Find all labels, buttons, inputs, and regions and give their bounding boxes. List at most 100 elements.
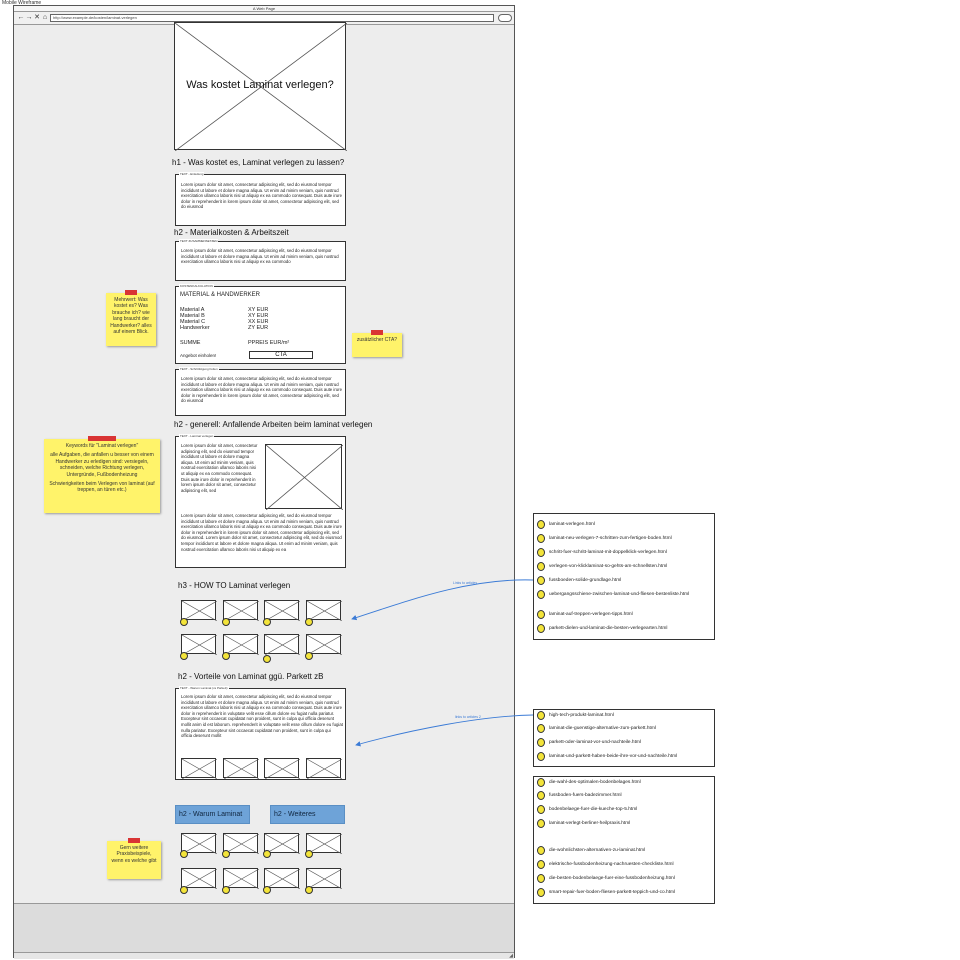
- image-placeholder-icon: [264, 868, 301, 890]
- marker-dot: [537, 819, 545, 828]
- advantages-link-list: high-tech-produkt-laminat.html laminat-d…: [533, 709, 715, 767]
- list-item[interactable]: parkett-dielen-und-laminat-die-besten-ve…: [537, 624, 667, 633]
- link-text[interactable]: laminat-verlegt-berliner-heilpraxis.html: [549, 821, 631, 826]
- howto-thumbnail[interactable]: [264, 634, 301, 656]
- howto-thumbnail[interactable]: [181, 634, 218, 656]
- list-item[interactable]: smart-repair-fuer-boden-fliesen-parkett-…: [537, 888, 675, 897]
- link-text[interactable]: fussboden-fuers-badezimmer.html: [549, 793, 622, 798]
- howto-thumbnail[interactable]: [223, 600, 260, 622]
- list-item[interactable]: parkett-oder-laminat-vor-und-nachteile.h…: [537, 738, 641, 747]
- link-text[interactable]: fussboeden-solide-grundlage.html: [549, 578, 622, 583]
- sum-label: SUMME: [180, 340, 201, 346]
- more-thumbnail[interactable]: [264, 833, 301, 855]
- back-icon[interactable]: ←: [17, 14, 25, 21]
- link-text[interactable]: smart-repair-fuer-boden-fliesen-parkett-…: [549, 890, 676, 895]
- link-text[interactable]: high-tech-produkt-laminat.html: [549, 713, 614, 718]
- link-text[interactable]: parkett-oder-laminat-vor-und-nachteile.h…: [549, 740, 641, 745]
- image-placeholder-icon: [223, 758, 260, 780]
- advantages-text: Lorem ipsum dolor sit amet, consectetur …: [181, 694, 343, 739]
- pin-icon: [88, 436, 116, 441]
- resize-grip-icon[interactable]: ◢: [509, 953, 513, 959]
- image-placeholder-icon: [306, 833, 343, 855]
- howto-thumbnail[interactable]: [264, 600, 301, 622]
- link-text[interactable]: laminat-verlegen.html: [549, 522, 595, 527]
- h1-heading: h1 - Was kostet es, Laminat verlegen zu …: [172, 158, 345, 167]
- link-text[interactable]: die-besten-bodenbelaege-fuer-eine-fussbo…: [549, 876, 675, 881]
- tasks-image-placeholder: [265, 444, 343, 510]
- more-thumbnail[interactable]: [181, 868, 218, 890]
- list-item[interactable]: laminat-die-guenstige-alternative-zum-pa…: [537, 724, 656, 733]
- list-item[interactable]: laminat-neu-verlegen-7-schritten-zum-fer…: [537, 534, 672, 543]
- image-placeholder-icon: [223, 600, 260, 622]
- browser-toolbar: ← → ✕ ⌂ http://www.example.de/kosten/lam…: [14, 12, 514, 25]
- hero-title: Was kostet Laminat verlegen?: [186, 79, 334, 91]
- more-thumbnail[interactable]: [223, 833, 260, 855]
- advantages-thumbnail[interactable]: [223, 758, 260, 780]
- cta-button[interactable]: CTA: [249, 351, 313, 359]
- list-item[interactable]: uebergangsschiene-zwischen-laminat-und-f…: [537, 590, 699, 599]
- list-item[interactable]: laminat-auf-treppen-verlegen-tipps.html: [537, 610, 633, 619]
- howto-thumbnail[interactable]: [306, 600, 343, 622]
- link-text[interactable]: uebergangsschiene-zwischen-laminat-und-f…: [549, 591, 690, 597]
- more-thumbnail[interactable]: [181, 833, 218, 855]
- list-item[interactable]: high-tech-produkt-laminat.html: [537, 711, 614, 720]
- steps-text-box: TEXT - Schrittfolgung Folien Lorem ipsum…: [175, 367, 346, 416]
- more-link-list: die-wahl-des-optimalen-bodenbelages.html…: [533, 776, 715, 904]
- image-placeholder-icon: [306, 868, 343, 890]
- sticky-text: zusätzlicher CTA?: [356, 337, 398, 343]
- link-text[interactable]: laminat-und-parkett-haben-beide-ihre-vor…: [549, 754, 678, 759]
- sticky-text: alle Aufgaben, die anfallen u besser von…: [50, 452, 154, 478]
- howto-thumbnail[interactable]: [306, 634, 343, 656]
- link-text[interactable]: die-wohnlichsten-alternativen-zu-laminat…: [549, 848, 646, 853]
- marker-dot: [222, 618, 230, 626]
- arrow-label-1: Links to articles: [453, 581, 478, 585]
- list-item[interactable]: die-wohnlichsten-alternativen-zu-laminat…: [537, 846, 645, 855]
- list-item[interactable]: fussboden-fuers-badezimmer.html: [537, 791, 622, 800]
- link-text[interactable]: verlegen-von-klicklaminat-so-gehts-am-sc…: [549, 564, 668, 569]
- link-text[interactable]: laminat-auf-treppen-verlegen-tipps.html: [549, 612, 633, 617]
- link-text[interactable]: elektrische-fussbodenheizung-nachruesten…: [549, 862, 674, 867]
- link-text[interactable]: schritt-fuer-schritt-laminat-mit-doppelk…: [549, 550, 667, 555]
- more-thumbnail[interactable]: [264, 868, 301, 890]
- link-text[interactable]: bodenbelaege-fuer-die-kueche-top-5.html: [549, 807, 638, 812]
- box-tag: TEXT - Warum Laminat (vs Parkett): [179, 686, 229, 690]
- list-item[interactable]: bodenbelaege-fuer-die-kueche-top-5.html: [537, 805, 637, 814]
- image-placeholder-icon: [306, 758, 343, 780]
- list-item[interactable]: laminat-und-parkett-haben-beide-ihre-vor…: [537, 752, 677, 761]
- link-text[interactable]: die-wahl-des-optimalen-bodenbelages.html: [549, 780, 641, 785]
- material-a-label: Material A: [180, 307, 205, 313]
- list-item[interactable]: laminat-verlegt-berliner-heilpraxis.html: [537, 819, 630, 828]
- home-icon[interactable]: ⌂: [42, 14, 48, 21]
- list-item[interactable]: schritt-fuer-schritt-laminat-mit-doppelk…: [537, 548, 667, 557]
- advantages-thumbnail[interactable]: [264, 758, 301, 780]
- advantages-thumbnail[interactable]: [181, 758, 218, 780]
- url-bar[interactable]: http://www.example.de/kosten/laminat-ver…: [50, 14, 494, 22]
- link-text[interactable]: laminat-die-guenstige-alternative-zum-pa…: [549, 726, 656, 731]
- list-item[interactable]: laminat-verlegen.html: [537, 520, 595, 529]
- marker-dot: [537, 888, 545, 897]
- list-item[interactable]: die-besten-bodenbelaege-fuer-eine-fussbo…: [537, 874, 675, 883]
- forward-icon[interactable]: →: [25, 14, 33, 21]
- hero-image-placeholder: Was kostet Laminat verlegen?: [174, 22, 347, 151]
- more-thumbnail[interactable]: [306, 833, 343, 855]
- list-item[interactable]: die-wahl-des-optimalen-bodenbelages.html: [537, 778, 641, 787]
- link-text[interactable]: parkett-dielen-und-laminat-die-besten-ve…: [549, 626, 668, 631]
- status-bar: ◢: [14, 953, 514, 959]
- more-thumbnail[interactable]: [223, 868, 260, 890]
- intro-text: Lorem ipsum dolor sit amet, consectetur …: [181, 182, 342, 210]
- marker-dot: [537, 752, 545, 761]
- more-thumbnail[interactable]: [306, 868, 343, 890]
- image-placeholder-icon: [264, 600, 301, 622]
- advantages-thumbnail[interactable]: [306, 758, 343, 780]
- link-text[interactable]: laminat-neu-verlegen-7-schritten-zum-fer…: [549, 536, 672, 541]
- list-item[interactable]: verlegen-von-klicklaminat-so-gehts-am-sc…: [537, 562, 667, 571]
- offer-label: Angebot einholen!: [180, 353, 217, 358]
- list-item[interactable]: fussboeden-solide-grundlage.html: [537, 576, 621, 585]
- marker-dot: [180, 886, 188, 894]
- browser-search-button[interactable]: [498, 14, 512, 22]
- list-item[interactable]: elektrische-fussbodenheizung-nachruesten…: [537, 860, 674, 869]
- material-a-value: XY EUR: [248, 307, 269, 313]
- close-icon[interactable]: ✕: [34, 14, 40, 21]
- howto-thumbnail[interactable]: [223, 634, 260, 656]
- howto-thumbnail[interactable]: [181, 600, 218, 622]
